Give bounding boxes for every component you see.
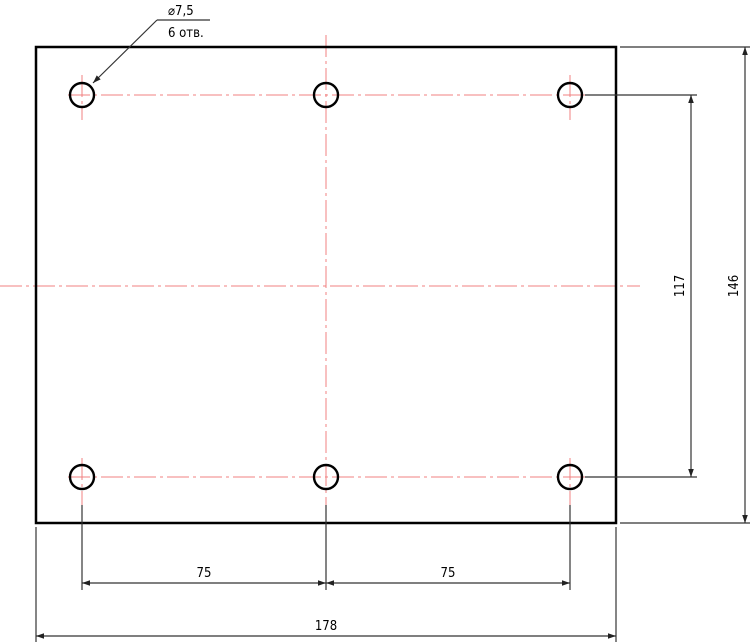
hole-count-label: 6 отв. (168, 26, 204, 41)
dim-hole-vertical-spacing: 117 (673, 275, 688, 297)
centerlines (0, 35, 640, 535)
hole (68, 463, 96, 491)
dim-hole-spacing-left: 75 (197, 566, 212, 581)
dim-overall-height: 146 (727, 275, 742, 297)
hole (312, 463, 340, 491)
bottom-dimensions: 75 75 178 (35, 505, 617, 642)
right-dimensions: 117 146 (585, 46, 750, 524)
hole (556, 463, 584, 491)
holes (68, 81, 584, 491)
hole-diameter-label: ⌀7,5 (168, 4, 194, 19)
hole-callout: ⌀7,5 6 отв. (92, 4, 210, 84)
hole (68, 81, 96, 109)
hole (312, 81, 340, 109)
hole (556, 81, 584, 109)
dim-overall-width: 178 (315, 619, 337, 634)
dim-hole-spacing-right: 75 (441, 566, 456, 581)
